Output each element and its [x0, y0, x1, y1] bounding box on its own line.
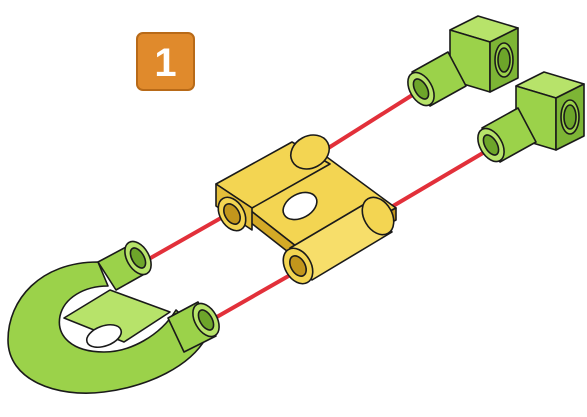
double-clamp: [215, 134, 397, 285]
step-number: 1: [154, 41, 176, 85]
elbow-connector-bottom: [477, 71, 585, 163]
step-badge-box: [136, 32, 195, 91]
guide-line-lower-left: [206, 272, 294, 324]
elbow-connector-top: [407, 15, 519, 107]
step-badge: 1: [136, 32, 195, 91]
guide-line-upper-left: [138, 212, 230, 266]
guide-line-upper-right: [320, 92, 416, 154]
connector-lines: [138, 92, 490, 324]
u-pipe: [7, 240, 220, 394]
guide-line-lower-right: [386, 148, 490, 211]
